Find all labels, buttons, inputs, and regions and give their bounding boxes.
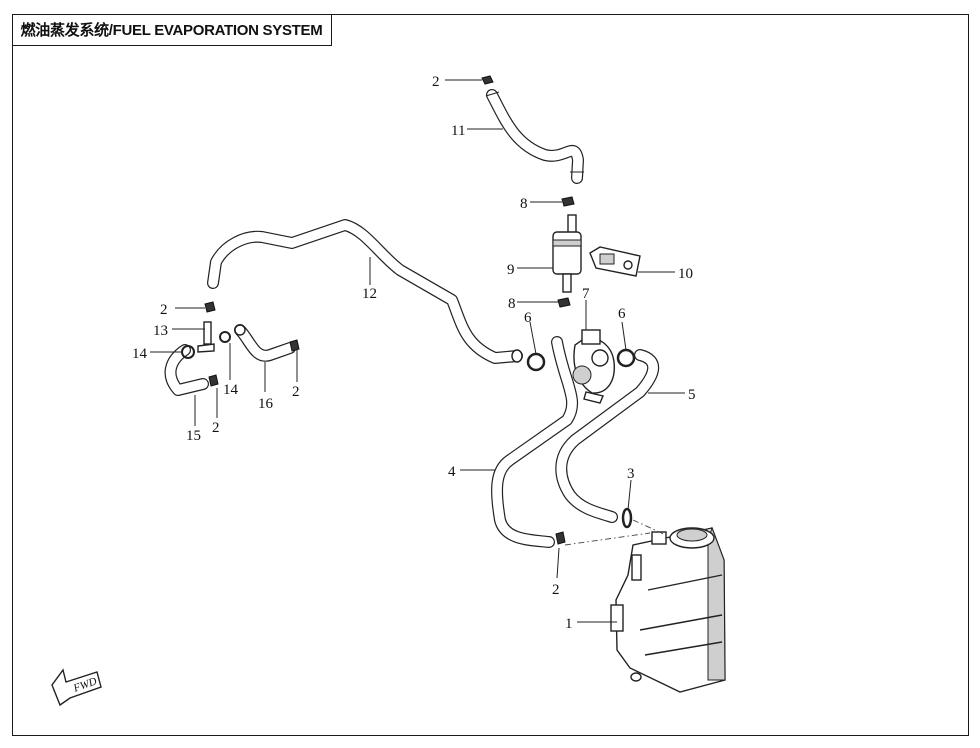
callout-4: 4 bbox=[448, 464, 456, 480]
callout-6-right: 6 bbox=[618, 306, 626, 322]
clamp-6-right bbox=[616, 348, 636, 368]
callout-9: 9 bbox=[507, 262, 515, 278]
clamp-3 bbox=[621, 507, 633, 529]
callout-14-left: 14 bbox=[132, 346, 148, 362]
callout-2-right: 2 bbox=[292, 384, 300, 400]
callout-13: 13 bbox=[153, 323, 168, 339]
clamp-2-left2 bbox=[208, 374, 219, 387]
title-box: 燃油蒸发系统/FUEL EVAPORATION SYSTEM bbox=[12, 14, 332, 46]
callout-8-top: 8 bbox=[520, 196, 528, 212]
fwd-arrow-icon: FWD bbox=[51, 668, 102, 707]
connector-13 bbox=[197, 321, 215, 353]
callout-7: 7 bbox=[582, 286, 590, 302]
page-title: 燃油蒸发系统/FUEL EVAPORATION SYSTEM bbox=[20, 22, 323, 39]
centerline-1 bbox=[564, 532, 651, 546]
drawing-frame bbox=[12, 14, 969, 736]
clamp-2-top bbox=[481, 75, 494, 85]
clamp-14b bbox=[219, 331, 231, 343]
callout-5: 5 bbox=[688, 387, 696, 403]
callout-2-bottom: 2 bbox=[552, 582, 560, 598]
callout-12: 12 bbox=[362, 286, 377, 302]
hose-12 bbox=[207, 219, 523, 364]
centerline-2 bbox=[632, 519, 667, 536]
callout-16: 16 bbox=[258, 396, 274, 412]
hose-15 bbox=[164, 344, 209, 396]
hose-5 bbox=[555, 349, 660, 523]
hose-11 bbox=[485, 89, 584, 184]
clamp-8-top bbox=[561, 196, 575, 207]
hose-16 bbox=[234, 324, 296, 362]
callout-2-top: 2 bbox=[432, 74, 440, 90]
callout-8-bottom: 8 bbox=[508, 296, 516, 312]
clamp-8-bottom bbox=[557, 297, 571, 308]
carbon-canister-1 bbox=[610, 526, 726, 693]
clamp-2-right bbox=[289, 339, 300, 352]
callout-14-right: 14 bbox=[223, 382, 239, 398]
fuel-filter-9 bbox=[552, 214, 582, 293]
clamp-6-left bbox=[526, 352, 546, 372]
callout-6-left: 6 bbox=[524, 310, 532, 326]
callout-11: 11 bbox=[451, 123, 465, 139]
purge-valve-7 bbox=[572, 329, 615, 404]
clamp-2-bottom bbox=[555, 531, 566, 545]
bracket-10 bbox=[589, 246, 641, 277]
callout-1: 1 bbox=[565, 616, 573, 632]
leader-lines bbox=[150, 79, 685, 623]
callout-2-left: 2 bbox=[160, 302, 168, 318]
callout-2-left2: 2 bbox=[212, 420, 220, 436]
callout-3: 3 bbox=[627, 466, 635, 482]
hose-4 bbox=[491, 336, 579, 548]
callout-15: 15 bbox=[186, 428, 201, 444]
callout-10: 10 bbox=[678, 266, 693, 282]
clamp-2-left bbox=[204, 301, 216, 313]
